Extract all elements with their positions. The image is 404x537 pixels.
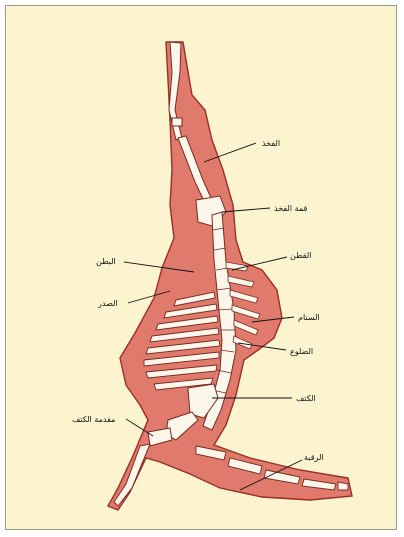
- kneecap-bone: [172, 118, 182, 126]
- label-neck: الرقبة: [304, 453, 324, 462]
- label-shoulder: الكتف: [296, 394, 316, 403]
- label-fore-shoulder: مقدمة الكتف: [72, 415, 115, 424]
- label-belly: البطن: [96, 257, 116, 266]
- label-ribs: الضلوع: [290, 347, 313, 356]
- label-thigh-top: قمة الفخذ: [274, 204, 308, 213]
- label-thigh: الفخذ: [262, 139, 280, 148]
- cannon-bone: [114, 444, 150, 506]
- label-hump: السنام: [298, 313, 320, 322]
- label-brisket: الصدر: [97, 299, 118, 308]
- carcass-silhouette: [108, 42, 352, 510]
- label-loin: القطن: [290, 251, 311, 260]
